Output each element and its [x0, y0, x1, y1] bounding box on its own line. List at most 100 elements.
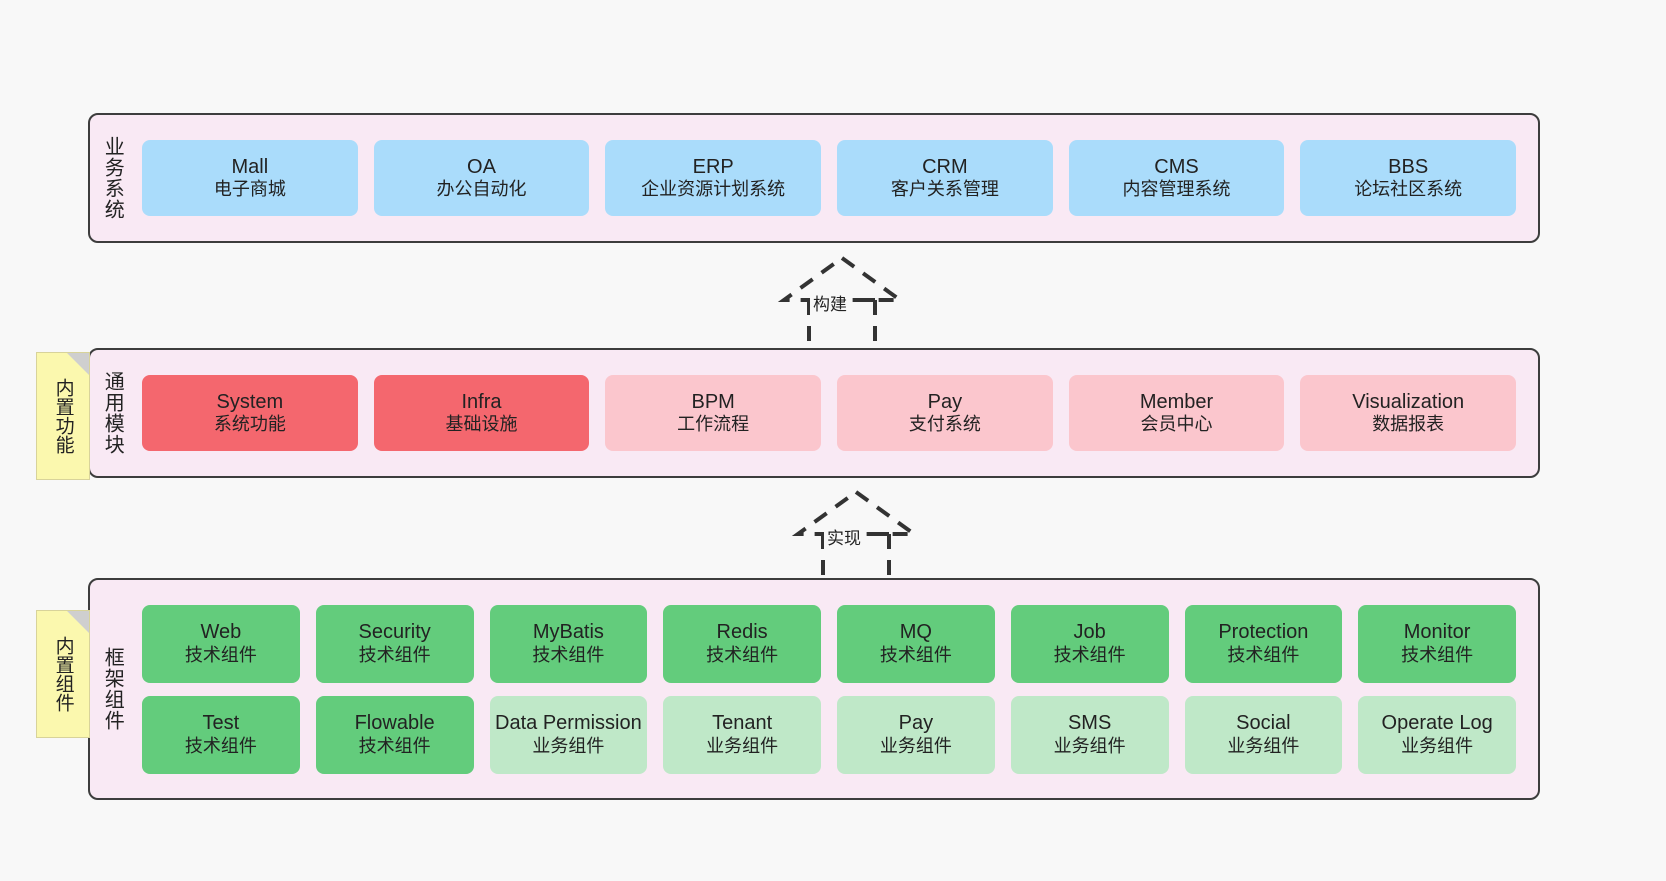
card-web-cn: 技术组件 — [184, 644, 257, 665]
card-erp-cn: 企业资源计划系统 — [641, 179, 786, 200]
card-visualization-cn: 数据报表 — [1372, 414, 1445, 435]
card-oa[interactable]: OA 办公自动化 — [373, 140, 590, 216]
card-member[interactable]: Member 会员中心 — [1068, 375, 1285, 451]
card-protection-cn: 技术组件 — [1227, 644, 1300, 665]
card-web-en: Web — [200, 621, 242, 644]
card-data-permission-cn: 业务组件 — [532, 735, 605, 756]
card-crm[interactable]: CRM 客户关系管理 — [837, 140, 1053, 216]
framework-row-business: Test 技术组件 Flowable 技术组件 Data Permission … — [134, 695, 1524, 774]
card-crm-cn: 客户关系管理 — [890, 179, 999, 200]
card-monitor-en: Monitor — [1403, 621, 1471, 644]
card-sms[interactable]: SMS 业务组件 — [1010, 695, 1169, 774]
card-operate-log[interactable]: Operate Log 业务组件 — [1358, 695, 1516, 774]
note-fold-corner-icon — [67, 353, 89, 375]
card-cms-en: CMS — [1154, 155, 1199, 178]
card-cms-cn: 内容管理系统 — [1122, 179, 1231, 200]
card-redis-cn: 技术组件 — [706, 644, 779, 665]
note-builtin-component: 内置组件 — [36, 610, 90, 738]
card-sms-cn: 业务组件 — [1053, 735, 1126, 756]
card-cms[interactable]: CMS 内容管理系统 — [1068, 140, 1285, 216]
card-flowable-en: Flowable — [354, 712, 435, 735]
card-flowable[interactable]: Flowable 技术组件 — [315, 695, 474, 774]
card-oa-en: OA — [467, 155, 496, 178]
card-infra[interactable]: Infra 基础设施 — [373, 375, 590, 451]
card-system[interactable]: System 系统功能 — [142, 375, 358, 451]
card-crm-en: CRM — [922, 155, 968, 178]
card-data-permission[interactable]: Data Permission 业务组件 — [489, 695, 648, 774]
card-member-cn: 会员中心 — [1140, 414, 1213, 435]
card-security[interactable]: Security 技术组件 — [315, 604, 474, 683]
card-pay-component[interactable]: Pay 业务组件 — [837, 695, 995, 774]
card-mq-en: MQ — [899, 621, 932, 644]
card-system-cn: 系统功能 — [213, 414, 286, 435]
card-mq-cn: 技术组件 — [879, 644, 952, 665]
card-pay-component-cn: 业务组件 — [879, 735, 952, 756]
layer-framework-component-title: 框架组件 — [101, 647, 124, 731]
card-tenant[interactable]: Tenant 业务组件 — [663, 695, 821, 774]
card-bbs[interactable]: BBS 论坛社区系统 — [1300, 140, 1517, 216]
card-security-cn: 技术组件 — [358, 644, 431, 665]
card-tenant-cn: 业务组件 — [706, 735, 779, 756]
card-protection-en: Protection — [1218, 621, 1309, 644]
card-visualization[interactable]: Visualization 数据报表 — [1300, 375, 1517, 451]
card-erp[interactable]: ERP 企业资源计划系统 — [605, 140, 822, 216]
card-mall-cn: 电子商城 — [213, 179, 286, 200]
layer-common-module-cards: System 系统功能 Infra 基础设施 BPM 工作流程 Pay 支付系统… — [134, 350, 1538, 476]
card-pay-component-en: Pay — [898, 712, 934, 735]
note-builtin-component-label: 内置组件 — [52, 636, 74, 712]
card-data-permission-en: Data Permission — [495, 712, 642, 735]
card-social-en: Social — [1236, 712, 1291, 735]
card-mybatis-cn: 技术组件 — [532, 644, 605, 665]
card-web[interactable]: Web 技术组件 — [142, 604, 300, 683]
connector-implement: 实现 — [766, 488, 946, 580]
layer-business-system-title: 业务系统 — [101, 136, 124, 220]
card-erp-en: ERP — [692, 155, 734, 178]
card-member-en: Member — [1139, 390, 1214, 413]
card-pay-module-en: Pay — [927, 390, 963, 413]
card-social[interactable]: Social 业务组件 — [1184, 695, 1343, 774]
card-flowable-cn: 技术组件 — [358, 735, 431, 756]
card-sms-en: SMS — [1067, 712, 1112, 735]
card-mall-en: Mall — [231, 155, 269, 178]
card-infra-cn: 基础设施 — [445, 414, 518, 435]
card-oa-cn: 办公自动化 — [436, 179, 527, 200]
card-security-en: Security — [358, 621, 431, 644]
card-mall[interactable]: Mall 电子商城 — [142, 140, 358, 216]
card-job-cn: 技术组件 — [1053, 644, 1126, 665]
card-bpm[interactable]: BPM 工作流程 — [605, 375, 822, 451]
card-monitor[interactable]: Monitor 技术组件 — [1358, 604, 1516, 683]
card-bpm-en: BPM — [691, 390, 735, 413]
layer-framework-component-cards: Web 技术组件 Security 技术组件 MyBatis 技术组件 Redi… — [134, 580, 1538, 798]
note-fold-corner-icon — [67, 611, 89, 633]
card-mq[interactable]: MQ 技术组件 — [837, 604, 995, 683]
connector-build-label: 构建 — [810, 290, 850, 315]
note-builtin-function-label: 内置功能 — [52, 378, 74, 454]
card-system-en: System — [216, 390, 284, 413]
connector-build: 构建 — [752, 254, 932, 346]
layer-business-system: 业务系统 Mall 电子商城 OA 办公自动化 ERP 企业资源计划系统 CRM… — [88, 113, 1540, 243]
card-operate-log-cn: 业务组件 — [1401, 735, 1474, 756]
card-test-cn: 技术组件 — [184, 735, 257, 756]
card-tenant-en: Tenant — [712, 712, 773, 735]
card-monitor-cn: 技术组件 — [1401, 644, 1474, 665]
card-redis-en: Redis — [716, 621, 768, 644]
connector-implement-label: 实现 — [824, 524, 864, 549]
card-mybatis-en: MyBatis — [532, 621, 604, 644]
card-visualization-en: Visualization — [1352, 390, 1465, 413]
card-job[interactable]: Job 技术组件 — [1010, 604, 1169, 683]
card-bbs-cn: 论坛社区系统 — [1354, 179, 1463, 200]
note-builtin-function: 内置功能 — [36, 352, 90, 480]
layer-common-module-title: 通用模块 — [101, 371, 124, 455]
card-bbs-en: BBS — [1388, 155, 1429, 178]
layer-framework-component: 框架组件 Web 技术组件 Security 技术组件 MyBatis 技术组件… — [88, 578, 1540, 800]
card-redis[interactable]: Redis 技术组件 — [663, 604, 821, 683]
card-test[interactable]: Test 技术组件 — [142, 695, 300, 774]
card-infra-en: Infra — [461, 390, 502, 413]
card-pay-module[interactable]: Pay 支付系统 — [837, 375, 1053, 451]
card-operate-log-en: Operate Log — [1381, 712, 1493, 735]
card-bpm-cn: 工作流程 — [677, 414, 750, 435]
card-social-cn: 业务组件 — [1227, 735, 1300, 756]
card-protection[interactable]: Protection 技术组件 — [1184, 604, 1343, 683]
card-mybatis[interactable]: MyBatis 技术组件 — [489, 604, 648, 683]
